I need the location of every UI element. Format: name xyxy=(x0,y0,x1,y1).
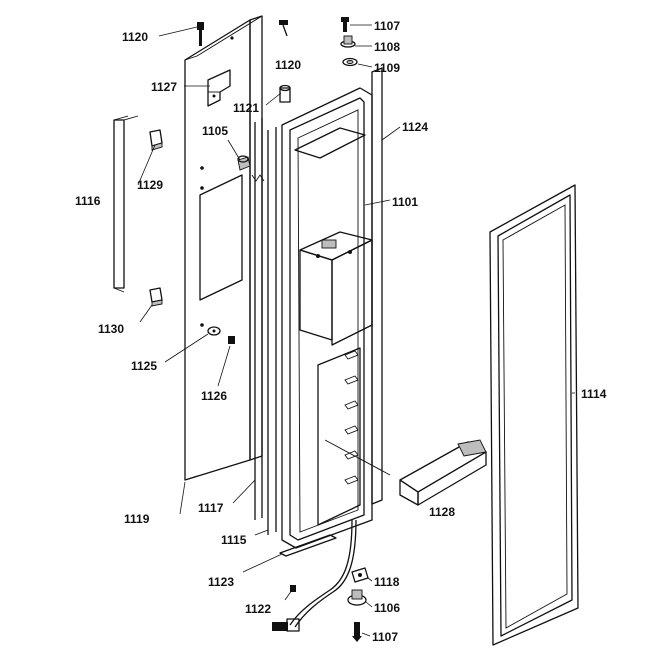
door-bin-1128 xyxy=(399,439,487,506)
screw-1107-top xyxy=(341,17,349,32)
door-outer-panel-1119 xyxy=(184,15,263,481)
washer-1125 xyxy=(207,326,221,336)
bracket-1127 xyxy=(207,69,231,107)
label-1115: 1115 xyxy=(221,533,247,547)
label-1114: 1114 xyxy=(581,387,607,401)
label-1129: 1129 xyxy=(137,178,163,192)
label-1107-top: 1107 xyxy=(374,19,400,33)
label-1101: 1101 xyxy=(392,195,418,209)
part-labels: 1120 1120 1127 1121 1105 1116 1129 1130 … xyxy=(75,19,607,644)
bushing-1109 xyxy=(342,57,358,67)
screw-1120-right xyxy=(279,20,288,37)
screw-1120-left xyxy=(197,22,204,46)
hinge-1108 xyxy=(340,35,356,48)
label-1116: 1116 xyxy=(75,194,101,208)
label-1117: 1117 xyxy=(198,501,224,515)
label-1128: 1128 xyxy=(429,505,455,519)
label-1119: 1119 xyxy=(124,512,150,526)
trim-strip-1115 xyxy=(267,127,277,535)
label-1118: 1118 xyxy=(374,575,400,589)
bushing-1105 xyxy=(237,155,251,171)
hinge-pin-1118 xyxy=(351,567,369,583)
label-1130: 1130 xyxy=(98,322,124,336)
label-1127: 1127 xyxy=(151,80,177,94)
label-1105: 1105 xyxy=(202,124,228,138)
label-1108: 1108 xyxy=(374,40,400,54)
label-1124: 1124 xyxy=(402,120,428,134)
wiring-harness xyxy=(272,519,357,632)
gasket-strip-1117 xyxy=(251,118,265,520)
label-1109: 1109 xyxy=(374,61,400,75)
label-1106: 1106 xyxy=(374,601,400,615)
bushing-1106 xyxy=(347,589,367,606)
bottom-bracket-1123 xyxy=(279,534,337,557)
screw-1122 xyxy=(290,585,296,592)
door-gasket-1114 xyxy=(489,184,579,646)
handle-cap-1129 xyxy=(149,129,163,151)
handle-cap-1130 xyxy=(149,287,163,307)
screw-1107-bottom xyxy=(352,622,362,642)
side-strip-1124 xyxy=(371,67,383,505)
label-1120-left: 1120 xyxy=(122,30,148,44)
label-1120-right: 1120 xyxy=(275,58,301,72)
door-inner-liner-1101 xyxy=(281,87,391,549)
label-1107-bottom: 1107 xyxy=(372,630,398,644)
label-1121: 1121 xyxy=(233,101,259,115)
cap-1121 xyxy=(279,84,291,103)
label-1126: 1126 xyxy=(201,389,227,403)
label-1122: 1122 xyxy=(245,602,271,616)
label-1123: 1123 xyxy=(208,575,234,589)
label-1125: 1125 xyxy=(131,359,157,373)
handle-1116 xyxy=(113,115,139,293)
screw-1126 xyxy=(228,336,235,344)
leader-lines xyxy=(137,24,575,637)
